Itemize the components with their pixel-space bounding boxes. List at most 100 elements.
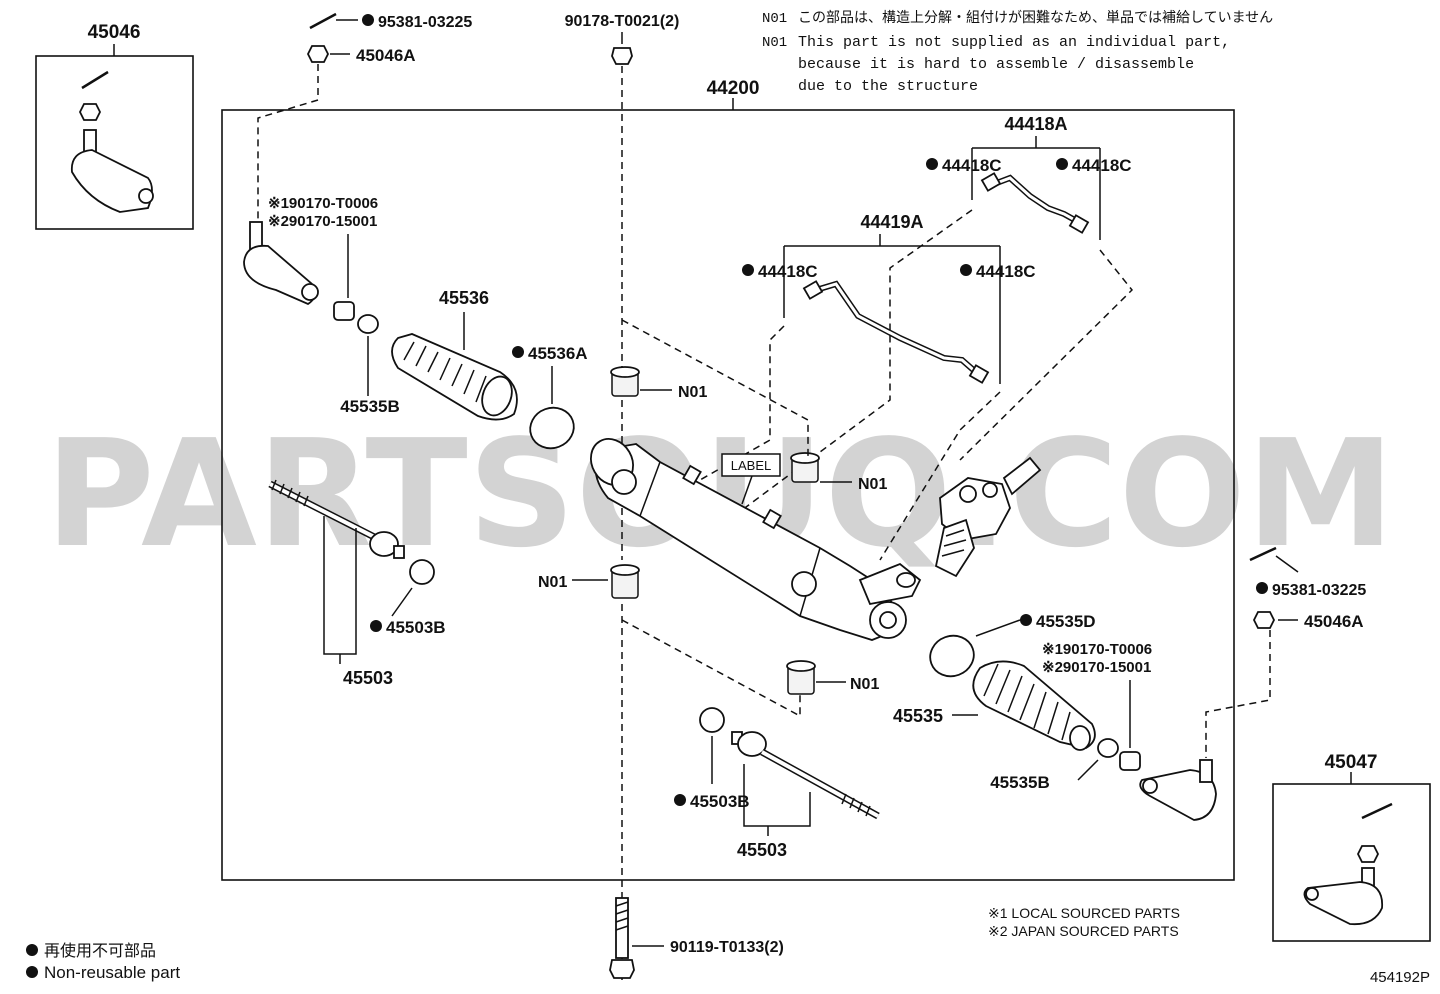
non-reusable-dot: [512, 346, 524, 358]
cotter-pin-icon: [1249, 546, 1277, 562]
non-reusable-dot: [960, 264, 972, 276]
tie-rod-end-icon: [1303, 867, 1383, 926]
boot-45536[interactable]: [391, 333, 518, 421]
part-label-44419A[interactable]: 44419A: [860, 212, 923, 232]
part-label-45503-left[interactable]: 45503: [343, 668, 393, 688]
bolt-90119[interactable]: [609, 897, 635, 979]
assembly-box-44200: [221, 109, 1235, 881]
n01-label-3[interactable]: N01: [538, 574, 567, 591]
part-label-190170-T0006-left[interactable]: ※190170-T0006: [268, 195, 378, 212]
bushing-n01-3[interactable]: [610, 564, 640, 599]
part-label-45046[interactable]: 45046: [88, 22, 141, 43]
non-reusable-dot: [362, 14, 374, 26]
cotter-pin-icon: [309, 12, 337, 30]
diagram-code: 454192P: [1370, 969, 1430, 986]
part-label-190170-T0006-right[interactable]: ※190170-T0006: [1042, 641, 1152, 658]
pinion-valve[interactable]: [934, 456, 1042, 578]
non-reusable-dot: [742, 264, 754, 276]
clamp-45535B-left[interactable]: [357, 314, 379, 334]
pressure-tube-44419A[interactable]: [802, 280, 990, 384]
non-reusable-dot: [674, 794, 686, 806]
note-en-line2: because it is hard to assemble / disasse…: [798, 56, 1194, 73]
nut-icon: [1252, 611, 1276, 629]
n01-label-2[interactable]: N01: [858, 476, 887, 493]
part-label-44418C-3[interactable]: 44418C: [758, 262, 818, 281]
nut-icon: [78, 103, 102, 121]
tie-rod-end-left[interactable]: [243, 221, 319, 306]
part-label-45046A-left[interactable]: 45046A: [356, 46, 416, 65]
nut-icon: [306, 45, 330, 63]
lock-washer-45503B-right[interactable]: [699, 707, 725, 733]
part-label-290170-15001-right[interactable]: ※290170-15001: [1042, 659, 1151, 676]
tie-rod-end-right[interactable]: [1139, 759, 1217, 821]
part-label-44418C-4[interactable]: 44418C: [976, 262, 1036, 281]
callout-45046A-left: 45046A: [306, 45, 416, 65]
non-reusable-dot: [1056, 158, 1068, 170]
part-label-45503B-left[interactable]: 45503B: [386, 618, 446, 637]
part-label-45535B-right[interactable]: 45535B: [990, 773, 1050, 792]
clamp-45535B-right[interactable]: [1097, 738, 1119, 758]
bushing-n01-2[interactable]: [790, 452, 820, 483]
part-label-45503B-right[interactable]: 45503B: [690, 792, 750, 811]
non-reusable-dot: [1256, 582, 1268, 594]
inner-tie-rod-right[interactable]: [731, 731, 880, 820]
part-label-45536A[interactable]: 45536A: [528, 344, 588, 363]
note-en-line3: due to the structure: [798, 78, 978, 95]
lock-nut-left[interactable]: [333, 301, 355, 321]
part-label-95381-03225-right[interactable]: 95381-03225: [1272, 582, 1366, 599]
part-label-44200[interactable]: 44200: [707, 78, 760, 99]
part-label-45047[interactable]: 45047: [1325, 752, 1378, 773]
bushing-n01-4[interactable]: [786, 660, 816, 695]
part-label-45535B-left[interactable]: 45535B: [340, 397, 400, 416]
non-reusable-dot: [1020, 614, 1032, 626]
callout-45046A-right: 45046A: [1252, 611, 1364, 631]
rack-housing[interactable]: [583, 431, 922, 641]
part-label-95381-03225-left[interactable]: 95381-03225: [378, 14, 472, 31]
non-reusable-dot: [926, 158, 938, 170]
part-label-44418C-2[interactable]: 44418C: [1072, 156, 1132, 175]
part-label-45535D[interactable]: 45535D: [1036, 612, 1096, 631]
bolt-icon: [611, 47, 633, 65]
legend-en: Non-reusable part: [44, 963, 180, 982]
bushing-n01-1[interactable]: [610, 366, 640, 397]
boot-45535[interactable]: [972, 660, 1096, 751]
cotter-pin-icon: [81, 70, 109, 90]
part-label-90178-T0021[interactable]: 90178-T0021(2): [565, 13, 680, 30]
part-label-45046A-right[interactable]: 45046A: [1304, 612, 1364, 631]
cotter-pin-icon: [1361, 802, 1393, 820]
part-label-44418A[interactable]: 44418A: [1004, 114, 1067, 134]
legend-japan: ※2 JAPAN SOURCED PARTS: [988, 923, 1179, 939]
n01-label-1[interactable]: N01: [678, 384, 707, 401]
non-reusable-dot: [26, 944, 38, 956]
nut-icon: [1356, 845, 1380, 863]
legend: 再使用不可部品 Non-reusable part ※1 LOCAL SOURC…: [26, 905, 1180, 982]
n01-label-4[interactable]: N01: [850, 676, 879, 693]
legend-local: ※1 LOCAL SOURCED PARTS: [988, 905, 1180, 921]
note-jp-code: N01: [762, 11, 787, 27]
inset-45046: 45046: [35, 22, 194, 230]
label-tag[interactable]: LABEL: [721, 453, 781, 505]
callout-95381-right: 95381-03225: [1249, 546, 1366, 599]
part-label-44418C-1[interactable]: 44418C: [942, 156, 1002, 175]
part-label-45503-right[interactable]: 45503: [737, 840, 787, 860]
lock-nut-right[interactable]: [1119, 751, 1141, 771]
callout-95381-left: 95381-03225: [309, 12, 472, 31]
note-block: N01 この部品は、構造上分解・組付けが困難なため、単品では補給していません N…: [762, 10, 1273, 95]
inner-tie-rod-left[interactable]: [268, 479, 405, 559]
clamp-45536A[interactable]: [524, 402, 579, 455]
legend-jp: 再使用不可部品: [44, 942, 156, 960]
part-label-45536[interactable]: 45536: [439, 288, 489, 308]
lock-washer-45503B-left[interactable]: [409, 559, 435, 585]
part-label-45535[interactable]: 45535: [893, 706, 943, 726]
non-reusable-dot: [370, 620, 382, 632]
inset-45047: 45047: [1272, 752, 1431, 942]
label-tag-text: LABEL: [731, 458, 771, 473]
note-en-line1: This part is not supplied as an individu…: [798, 34, 1230, 51]
note-en-code: N01: [762, 35, 787, 51]
note-jp-text: この部品は、構造上分解・組付けが困難なため、単品では補給していません: [798, 10, 1273, 27]
part-label-290170-15001-left[interactable]: ※290170-15001: [268, 213, 377, 230]
clamp-45535D[interactable]: [924, 630, 979, 683]
pressure-tube-44418A[interactable]: [980, 172, 1090, 234]
part-label-90119-T0133[interactable]: 90119-T0133(2): [670, 939, 784, 956]
